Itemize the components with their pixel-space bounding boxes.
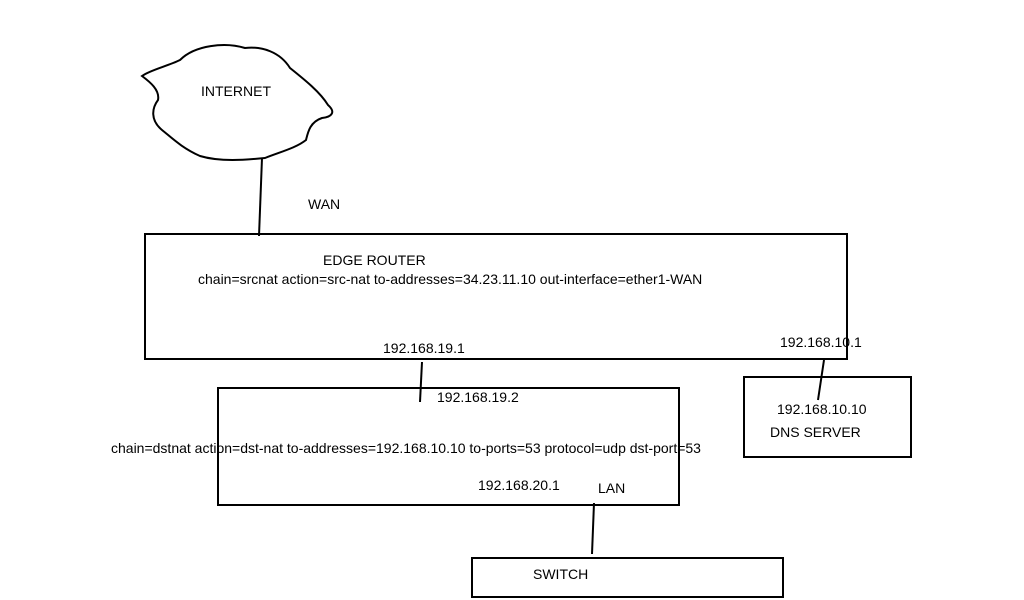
inner-router-lan-ip: 192.168.20.1 [478,477,560,493]
dns-server-box [743,376,912,458]
wan-link [258,157,263,237]
internet-cloud [140,44,334,161]
lan-link [591,502,595,555]
dns-server-ip: 192.168.10.10 [777,401,867,417]
edge-router-box [144,233,848,360]
edge-to-dns-link [817,359,825,401]
switch-box [471,557,784,598]
lan-label: LAN [598,480,626,496]
edge-router-rule: chain=srcnat action=src-nat to-addresses… [198,271,703,287]
edge-router-title: EDGE ROUTER [323,252,426,268]
internet-label: INTERNET [201,83,271,99]
edge-router-dns-ip: 192.168.10.1 [780,334,862,350]
wan-label: WAN [308,196,341,212]
inner-router-box [217,387,680,506]
inner-router-rule: chain=dstnat action=dst-nat to-addresses… [111,440,701,456]
switch-label: SWITCH [533,566,589,582]
edge-to-inner-link [419,361,423,403]
edge-router-lan-ip: 192.168.19.1 [383,340,465,356]
dns-server-name: DNS SERVER [770,424,861,440]
inner-router-upstream-ip: 192.168.19.2 [437,389,519,405]
